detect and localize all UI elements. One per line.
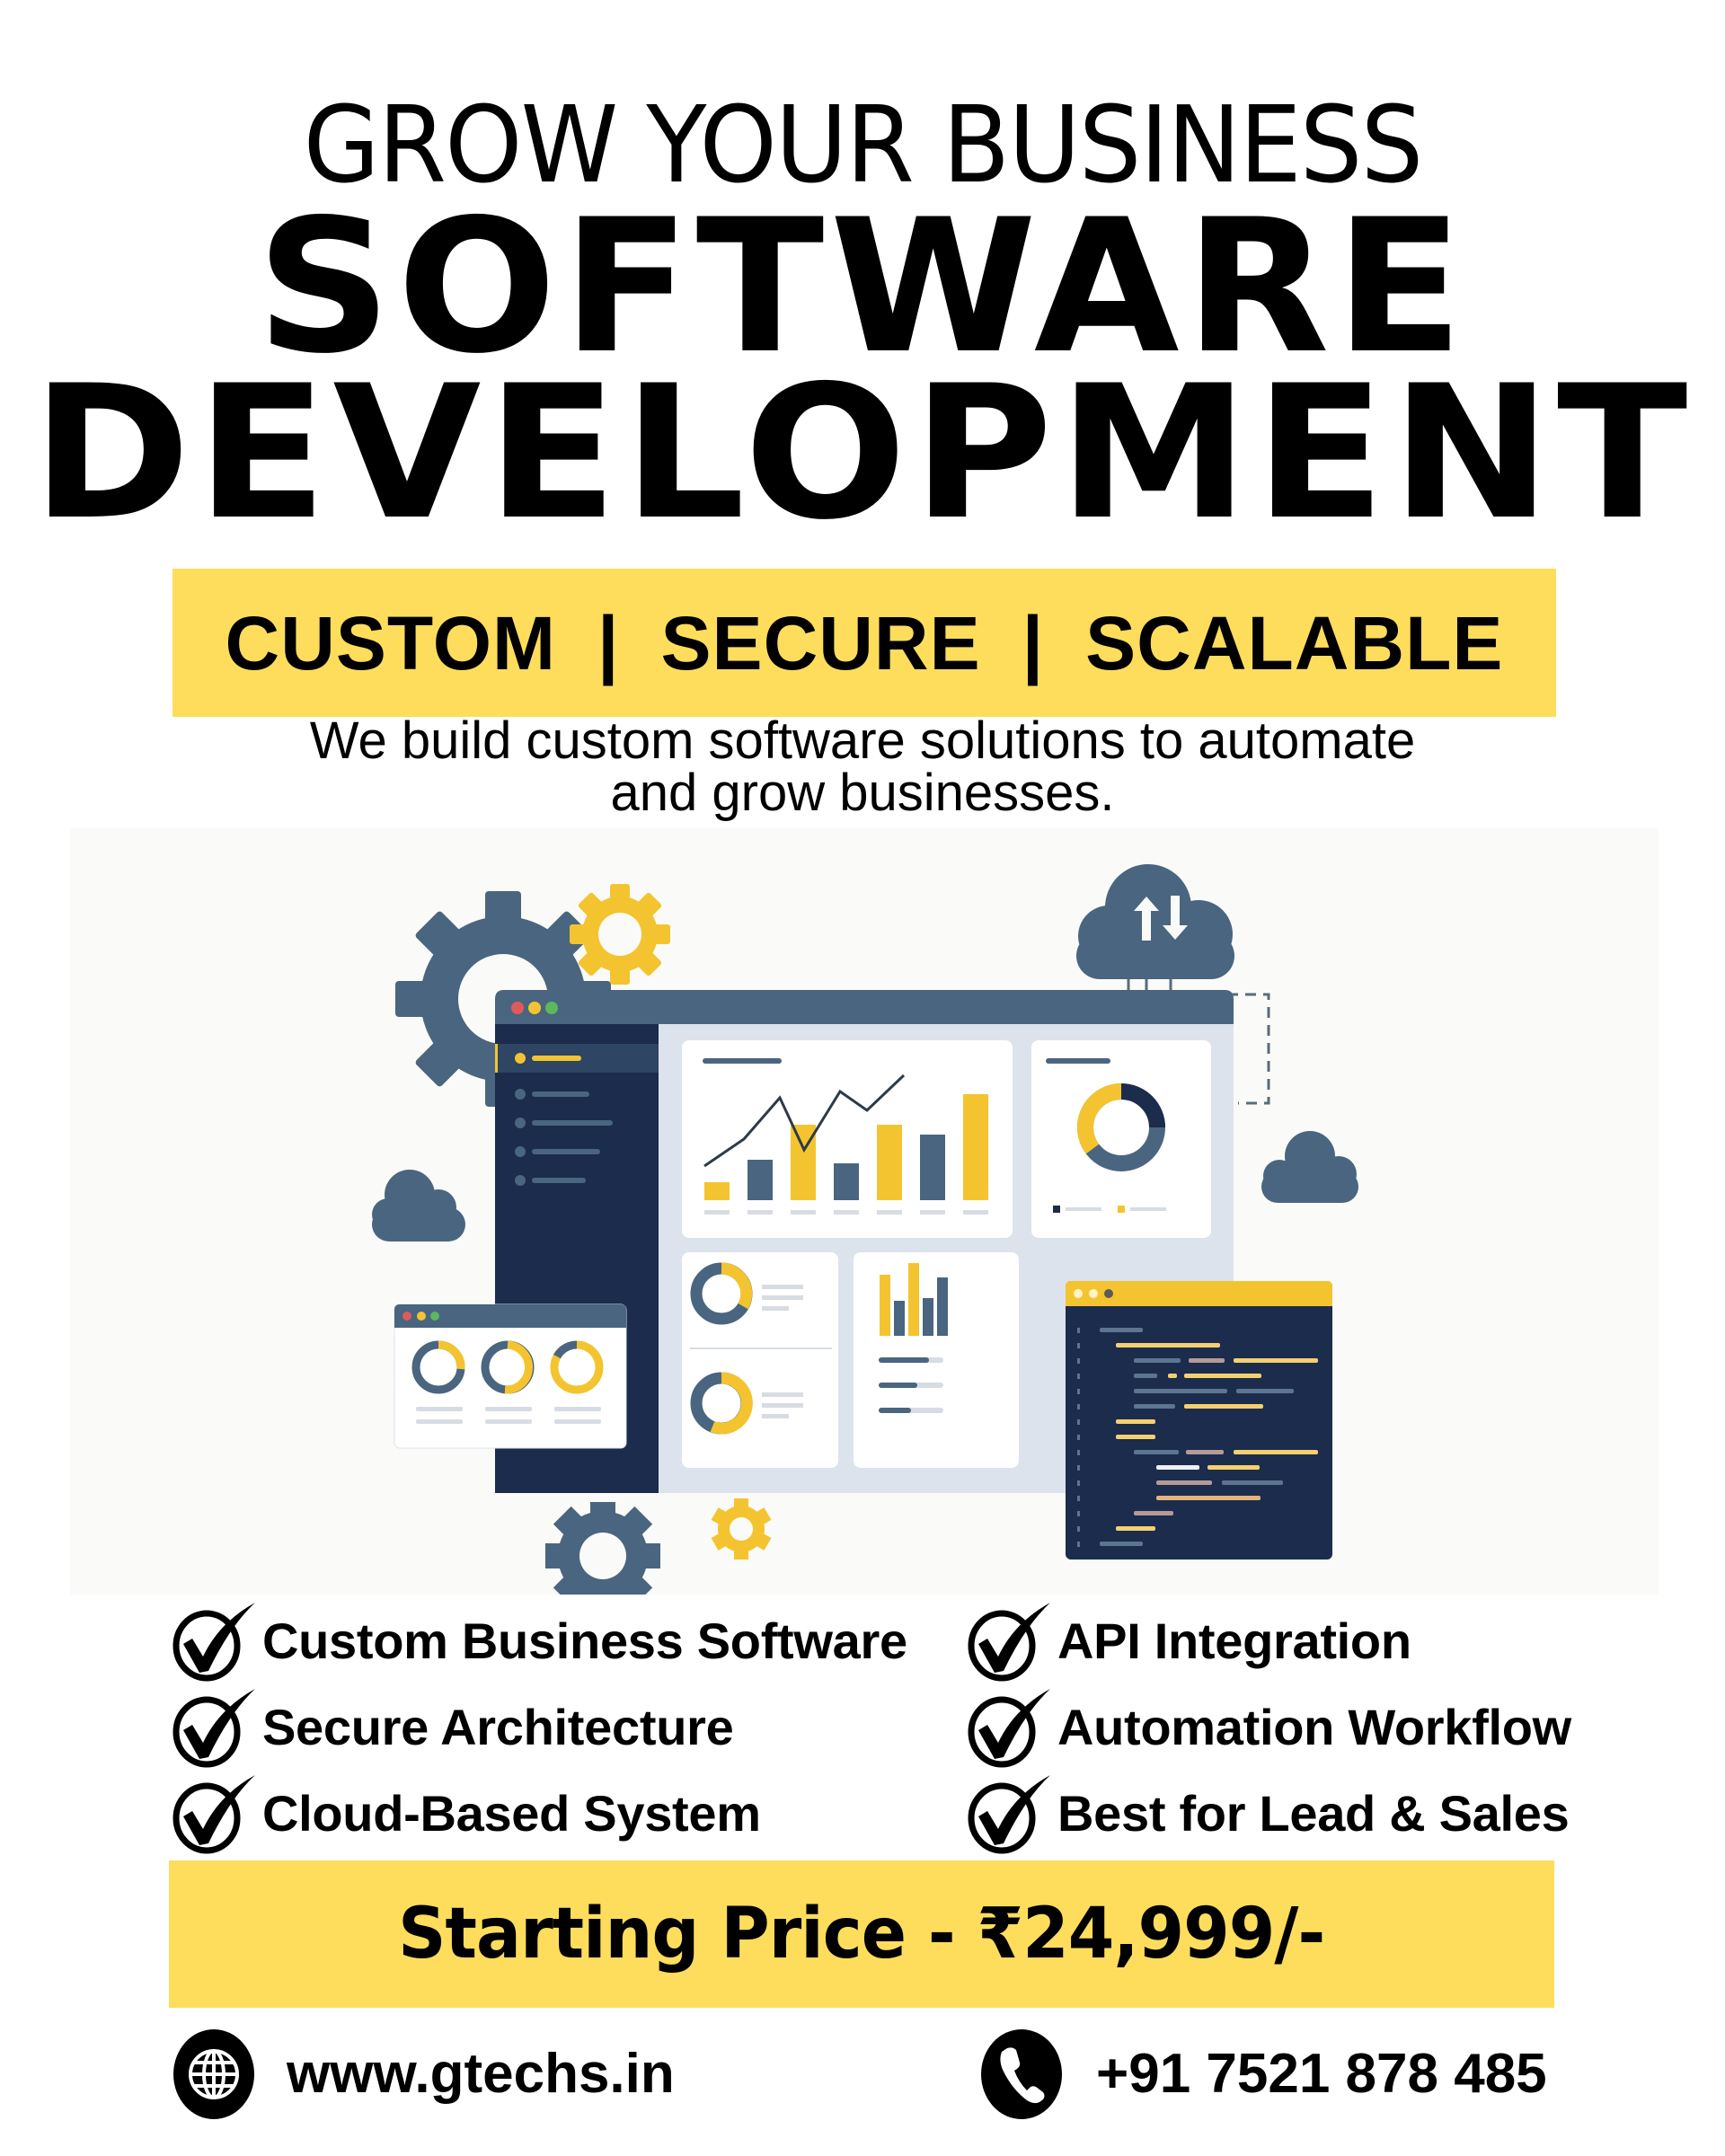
check-circle-icon xyxy=(966,1601,1052,1682)
feature-label: Automation Workflow xyxy=(1057,1699,1571,1755)
tagline-line-1: We build custom software solutions to au… xyxy=(309,711,1416,770)
browser-dashboard xyxy=(495,990,1234,1595)
check-circle-icon xyxy=(171,1601,257,1682)
check-circle-icon xyxy=(171,1773,257,1854)
website-link[interactable]: www.gtechs.in xyxy=(287,2043,675,2105)
globe-icon xyxy=(173,2029,254,2119)
cloud-sync-icon xyxy=(1076,864,1234,979)
tag-custom: CUSTOM xyxy=(225,600,557,685)
bar-chart xyxy=(703,1074,988,1215)
tagline-line-2: and grow businesses. xyxy=(610,764,1115,822)
feature-label: Cloud-Based System xyxy=(262,1785,761,1842)
mini-browser-donuts xyxy=(394,1303,627,1449)
tagline: We build custom software solutions to au… xyxy=(0,715,1725,819)
phone-number[interactable]: +91 7521 878 485 xyxy=(1096,2043,1547,2105)
starting-price: Starting Price - ₹24,999/- xyxy=(398,1894,1325,1975)
check-circle-icon xyxy=(966,1687,1052,1768)
check-circle-icon xyxy=(171,1687,257,1768)
cloud-icon xyxy=(372,1170,465,1241)
header-kicker: GROW YOUR BUSINESS xyxy=(303,83,1424,207)
gear-icon xyxy=(570,884,670,985)
feature-item: Custom Business Software xyxy=(171,1601,907,1682)
feature-item: API Integration xyxy=(966,1601,1411,1682)
tag-scalable: SCALABLE xyxy=(1085,600,1504,685)
cloud-icon xyxy=(1261,1131,1358,1203)
page-title-line-1: SOFTWARE xyxy=(256,181,1469,394)
tag-separator: | xyxy=(1022,600,1045,685)
price-band: Starting Price - ₹24,999/- xyxy=(169,1860,1554,2008)
check-circle-icon xyxy=(966,1773,1052,1854)
feature-label: Best for Lead & Sales xyxy=(1057,1785,1570,1842)
donut-chart xyxy=(1077,1083,1165,1171)
feature-item: Best for Lead & Sales xyxy=(966,1773,1570,1854)
feature-label: Secure Architecture xyxy=(262,1699,734,1755)
tag-secure: SECURE xyxy=(660,600,981,685)
page-title-line-2: DEVELOPMENT xyxy=(31,347,1694,561)
feature-label: Custom Business Software xyxy=(262,1613,907,1669)
tags-band: CUSTOM | SECURE | SCALABLE xyxy=(172,569,1556,717)
software-dashboard-illustration xyxy=(70,828,1659,1595)
phone-contact[interactable]: +91 7521 878 485 xyxy=(981,2028,1547,2120)
feature-item: Automation Workflow xyxy=(966,1687,1571,1768)
feature-label: API Integration xyxy=(1057,1613,1411,1669)
phone-icon xyxy=(981,2029,1062,2119)
feature-item: Cloud-Based System xyxy=(171,1773,761,1854)
website-contact[interactable]: www.gtechs.in xyxy=(173,2028,675,2120)
feature-item: Secure Architecture xyxy=(171,1687,734,1768)
code-editor-window xyxy=(1066,1281,1332,1560)
tag-separator: | xyxy=(597,600,620,685)
